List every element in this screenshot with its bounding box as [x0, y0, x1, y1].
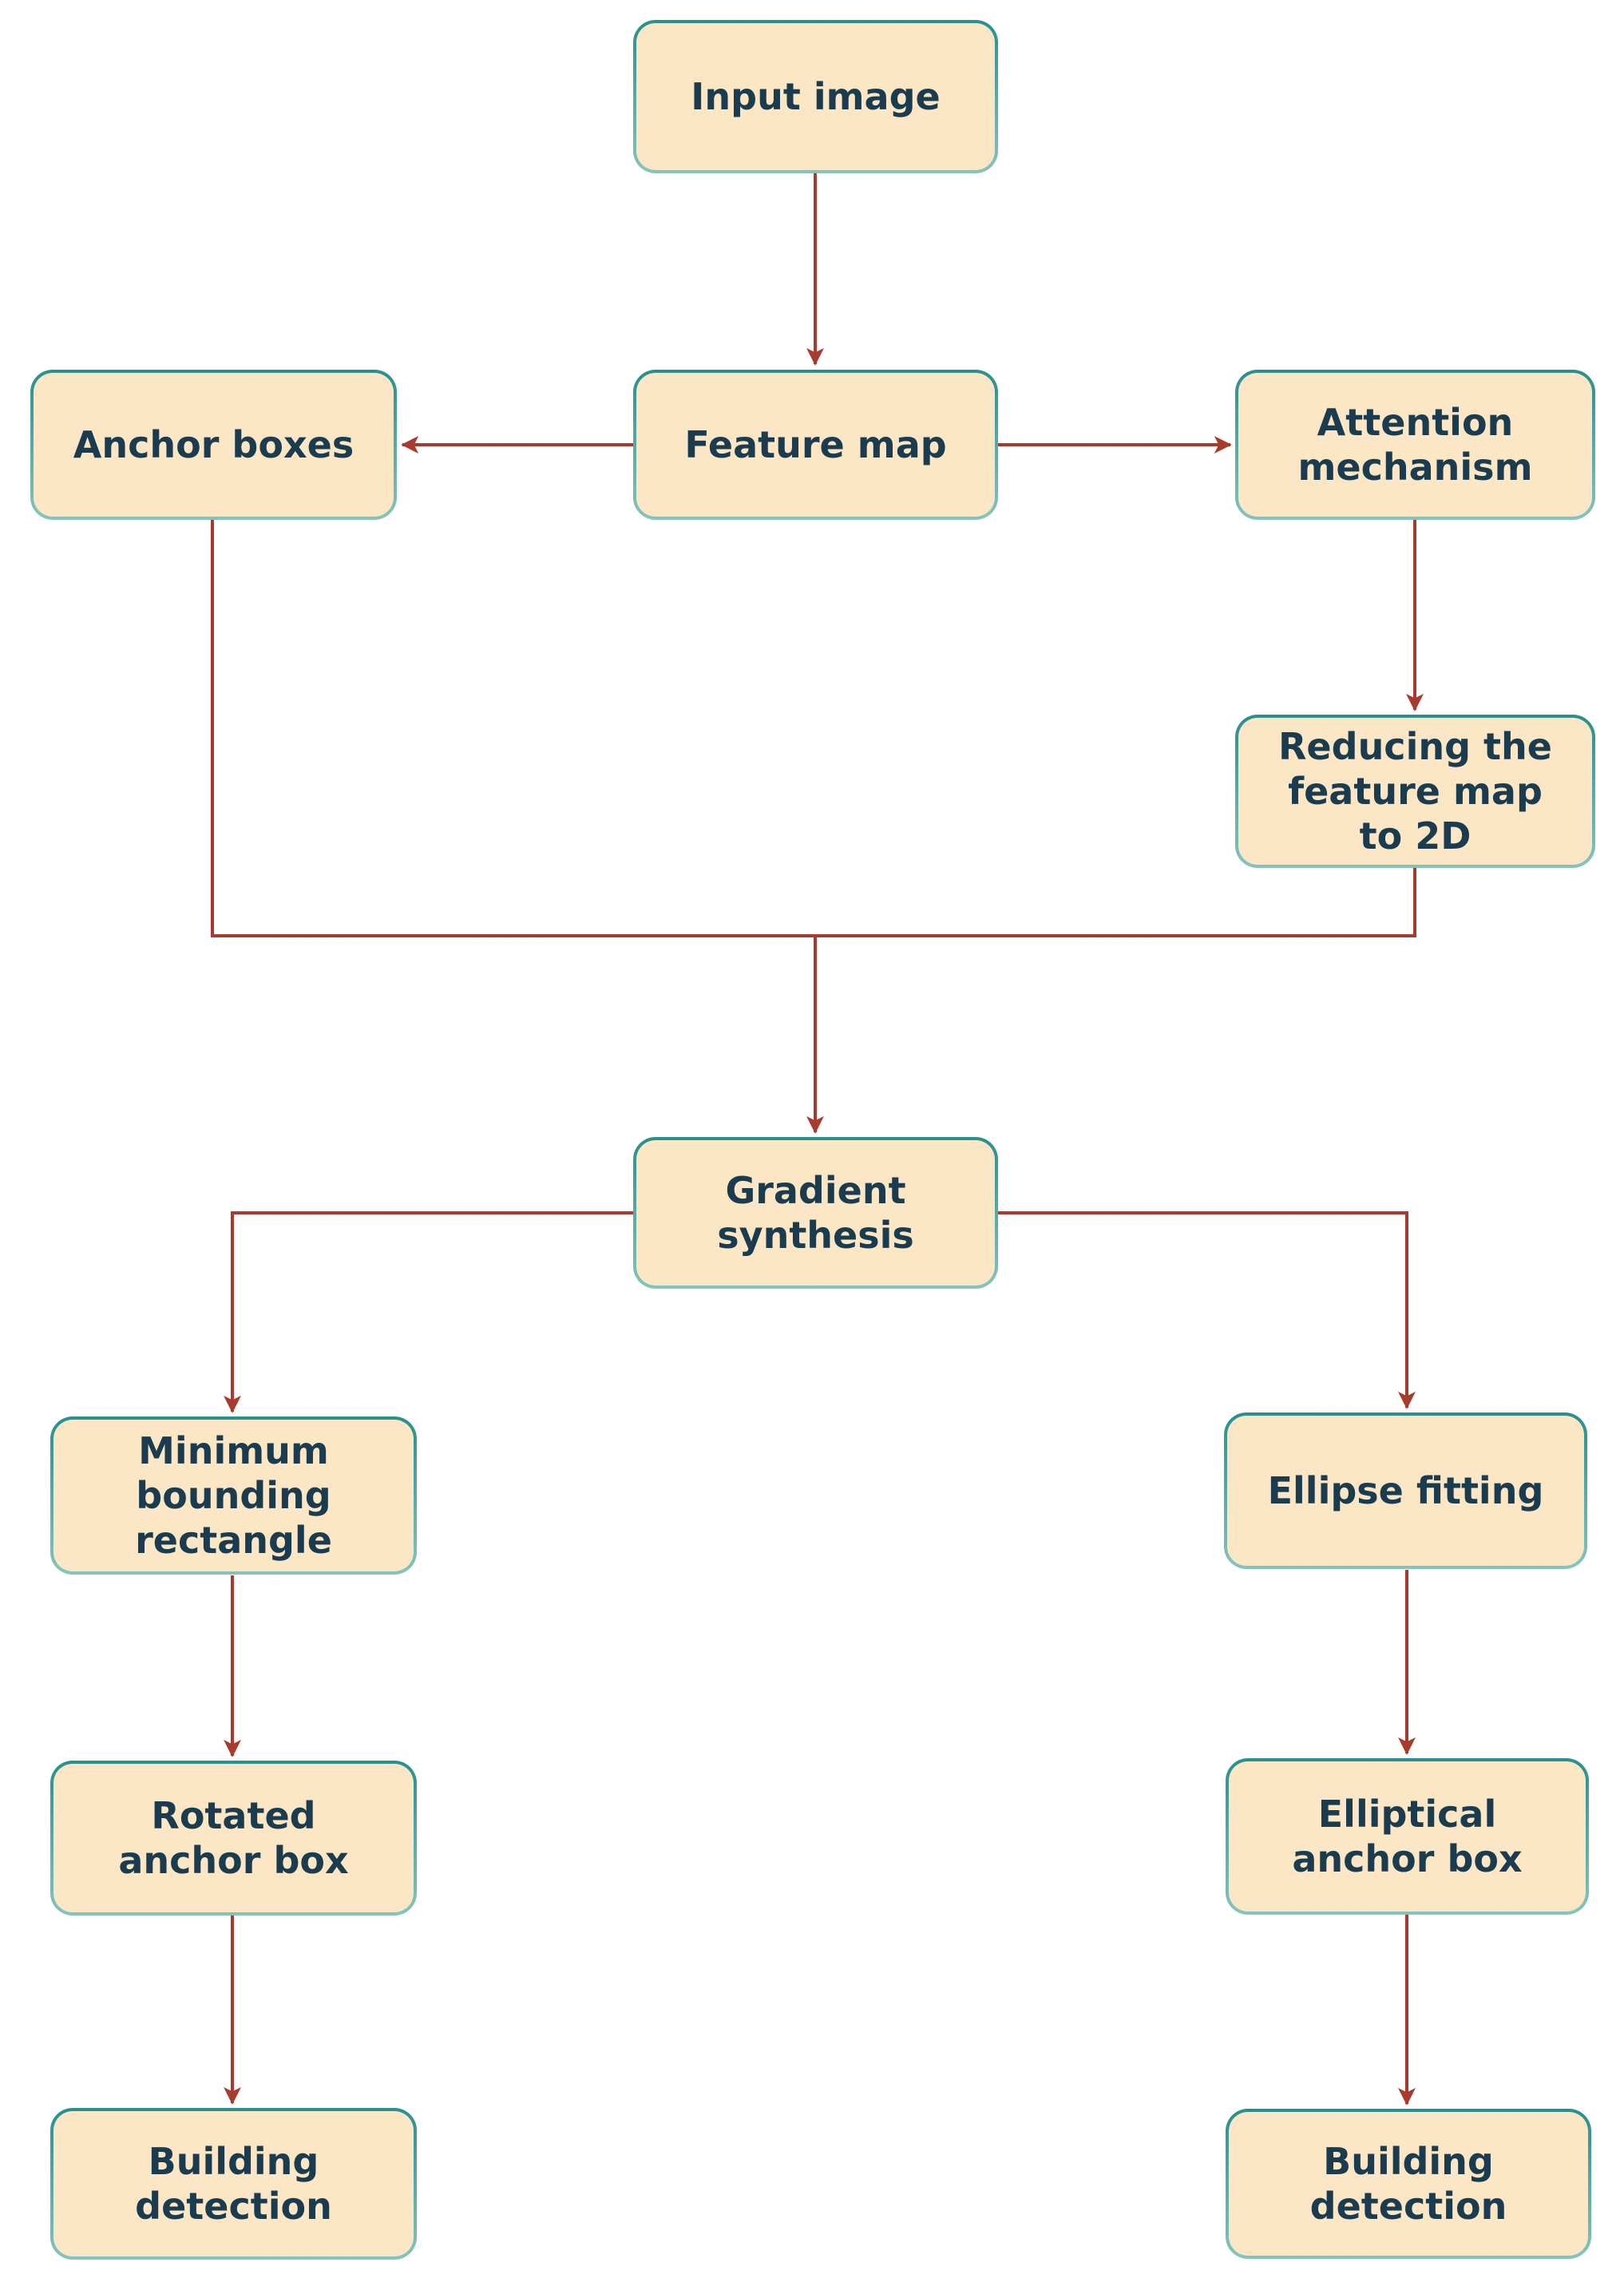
node-elliptical-anchor-box-label: Elliptical anchor box	[1292, 1792, 1523, 1880]
edge-gradient-to-ellipse	[998, 1211, 1416, 1409]
node-attention-mechanism: Attention mechanism	[1235, 370, 1595, 520]
node-input-image-label: Input image	[691, 74, 941, 118]
node-gradient-synthesis: Gradient synthesis	[633, 1137, 998, 1289]
edge-reduce-to-merge	[814, 867, 1416, 937]
node-feature-map: Feature map	[633, 370, 998, 520]
node-anchor-boxes-label: Anchor boxes	[73, 422, 355, 466]
edge-anchor-to-merge	[211, 520, 817, 937]
node-feature-map-label: Feature map	[684, 422, 947, 466]
node-anchor-boxes: Anchor boxes	[30, 370, 397, 520]
node-input-image: Input image	[633, 20, 998, 173]
node-gradient-synthesis-label: Gradient synthesis	[717, 1168, 914, 1257]
node-rotated-anchor-box: Rotated anchor box	[50, 1761, 417, 1916]
node-reducing-feature-map-2d: Reducing the feature map to 2D	[1235, 715, 1595, 868]
node-elliptical-anchor-box: Elliptical anchor box	[1226, 1758, 1589, 1915]
node-building-detection-left-label: Building detection	[135, 2139, 332, 2228]
node-building-detection-right: Building detection	[1226, 2109, 1591, 2259]
node-building-detection-right-label: Building detection	[1309, 2139, 1507, 2228]
node-attention-mechanism-label: Attention mechanism	[1297, 400, 1533, 489]
node-ellipse-fitting-label: Ellipse fitting	[1267, 1468, 1544, 1512]
node-minimum-bounding-rectangle-label: Minimum bounding rectangle	[135, 1428, 332, 1563]
node-reducing-feature-map-2d-label: Reducing the feature map to 2D	[1278, 724, 1552, 858]
edge-gradient-to-minrect	[224, 1211, 633, 1413]
node-minimum-bounding-rectangle: Minimum bounding rectangle	[50, 1416, 417, 1575]
node-ellipse-fitting: Ellipse fitting	[1224, 1412, 1587, 1569]
node-building-detection-left: Building detection	[50, 2108, 417, 2260]
node-rotated-anchor-box-label: Rotated anchor box	[118, 1793, 349, 1882]
